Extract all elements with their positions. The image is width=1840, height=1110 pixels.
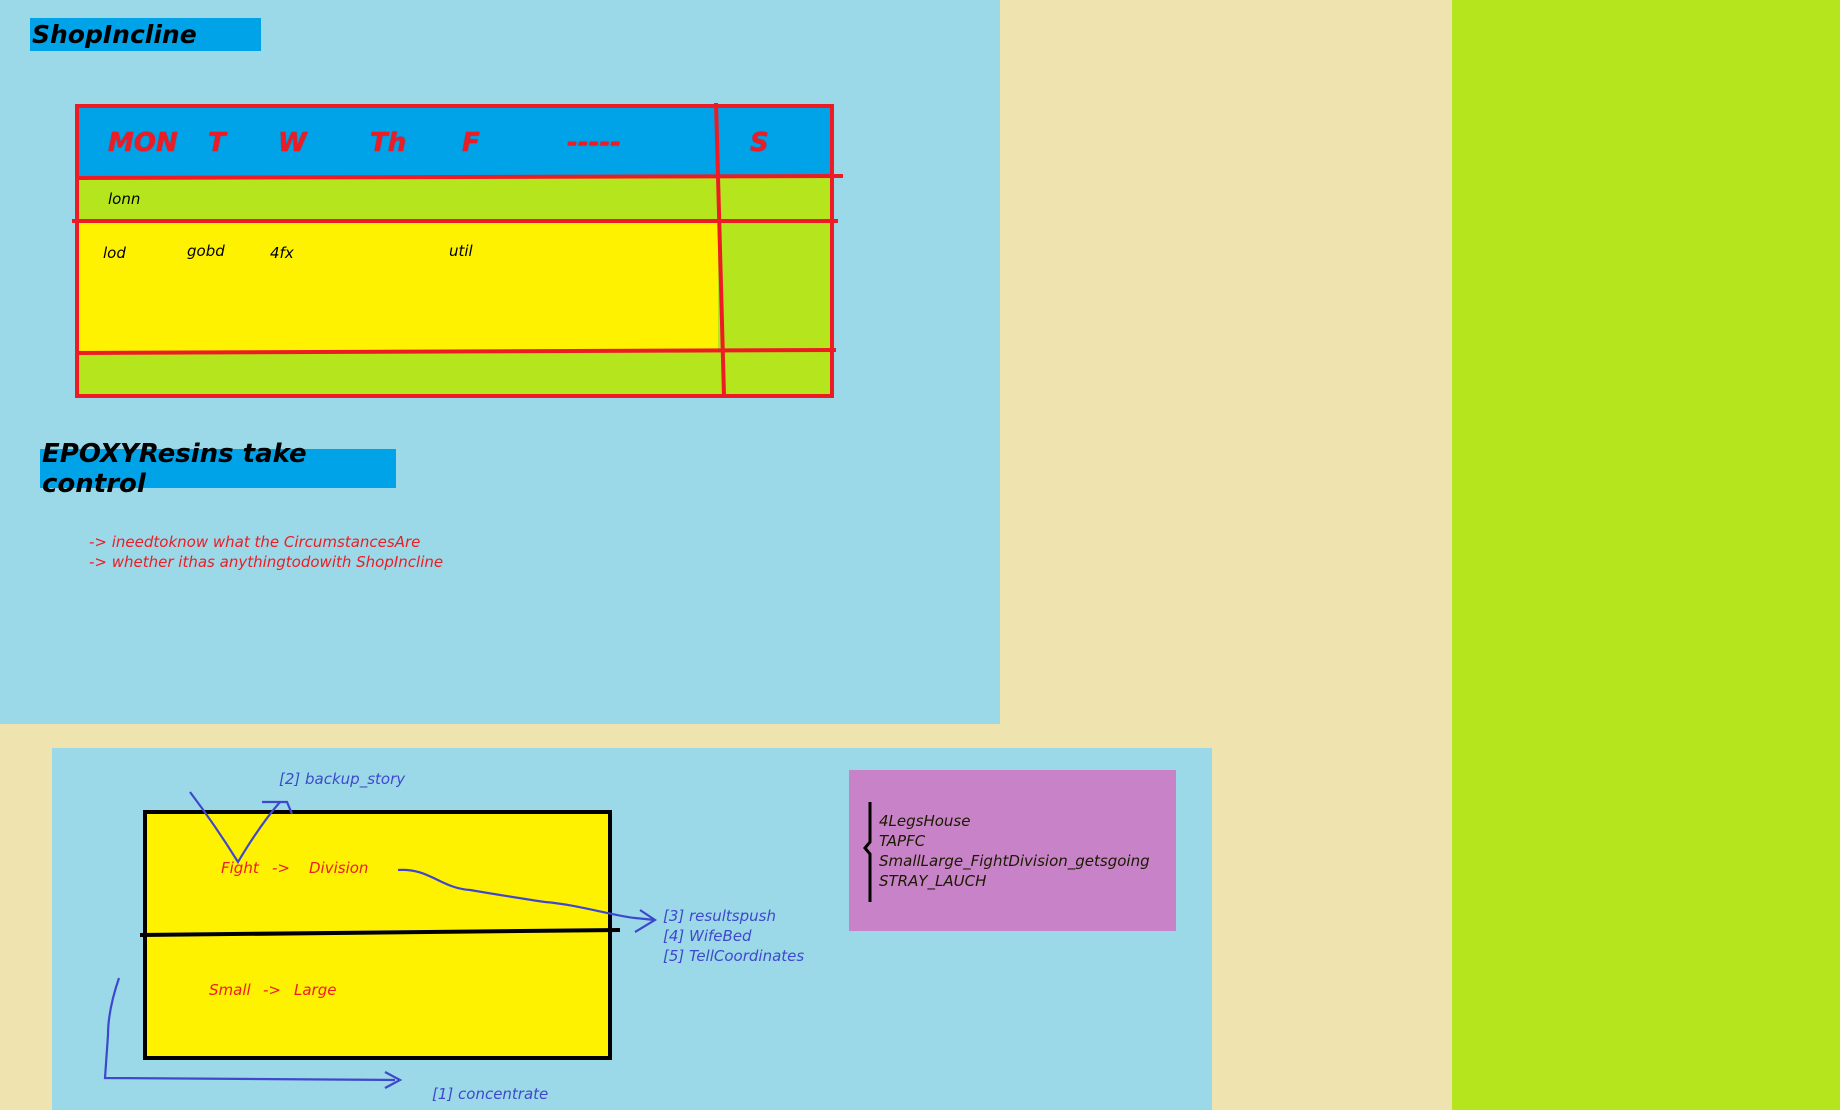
label-tellcoordinates: [5] TellCoordinates [663, 947, 805, 965]
table-row-3-bg [77, 351, 832, 396]
day-f: F [462, 128, 480, 158]
brace-icon [863, 802, 872, 902]
shopincline-title-text: ShopIncline [32, 20, 197, 49]
concentrate-arrow-head [384, 1071, 403, 1089]
pink-item-tapfc: TAPFC [879, 832, 926, 850]
label-wifebed: [4] WifeBed [663, 927, 752, 945]
cell-lod: lod [103, 244, 126, 262]
diagram-divider [139, 928, 621, 937]
fight-arrow: -> [272, 859, 290, 877]
checkmark-stroke [189, 791, 281, 865]
day-th: Th [370, 128, 407, 158]
epoxy-title-text: EPOXYResins take control [42, 438, 307, 499]
cell-4fx: 4fx [270, 244, 294, 262]
table-row-1-bg [77, 176, 832, 221]
division-label: Division [309, 859, 369, 877]
epoxy-title: EPOXYResins take control [40, 439, 396, 499]
cell-gobd: gobd [187, 242, 225, 260]
right-green-panel [1452, 0, 1840, 1110]
table-line-header [76, 174, 844, 180]
table-row-2-bg [77, 221, 718, 351]
label-backup-story: [2] backup_story [279, 770, 406, 788]
shopincline-title: ShopIncline [30, 18, 261, 51]
day-dashes: ----- [567, 128, 621, 158]
cell-lonn: lonn [108, 190, 141, 208]
pink-item-4legshouse: 4LegsHouse [879, 812, 971, 830]
table-border [75, 104, 834, 398]
small-label: Small [209, 981, 251, 999]
pink-notes-box [849, 770, 1176, 931]
pink-item-smalllarge: SmallLarge_FightDivision_getsgoing [879, 852, 1150, 870]
table-row-2-side-bg [718, 221, 832, 351]
concentrate-line [103, 977, 396, 1082]
pink-item-stray-lauch: STRAY_LAUCH [879, 872, 987, 890]
table-header-bg [77, 106, 832, 176]
backup-arrow-head [262, 800, 294, 815]
fight-label: Fight [221, 859, 259, 877]
results-curve [397, 868, 656, 922]
cell-util: util [449, 242, 473, 260]
day-s: S [750, 128, 769, 158]
table-line-row-2 [74, 348, 837, 355]
epoxy-note-1: -> ineedtoknow what the CircumstancesAre [89, 533, 421, 551]
results-arrow-head [634, 909, 658, 933]
schedule-table [72, 102, 844, 398]
flow-diagram [103, 791, 658, 1089]
day-mon: MON [108, 128, 178, 158]
label-concentrate: [1] concentrate [432, 1085, 549, 1103]
large-label: Large [294, 981, 337, 999]
day-t: T [208, 128, 226, 158]
label-resultspush: [3] resultspush [663, 907, 776, 925]
small-arrow: -> [263, 981, 281, 999]
epoxy-note-2: -> whether ithas anythingtodowith ShopIn… [89, 553, 444, 571]
table-line-vertical [714, 102, 726, 397]
day-w: W [278, 128, 307, 158]
